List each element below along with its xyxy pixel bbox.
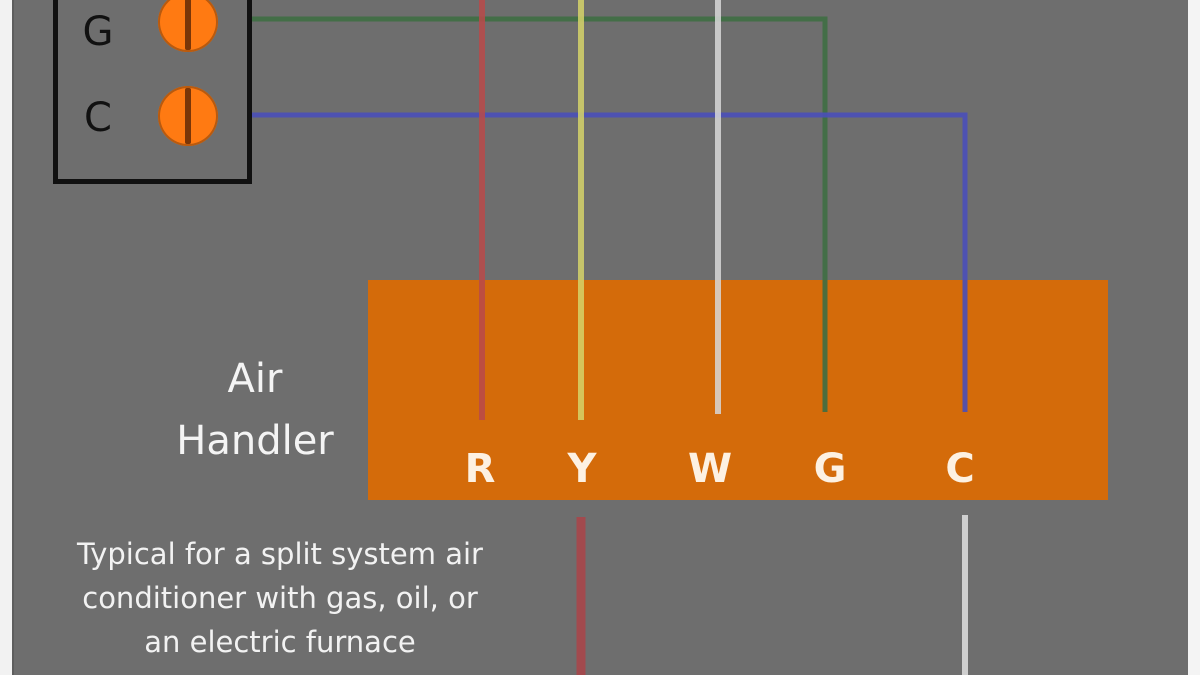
- caption-line3: an electric furnace: [144, 625, 416, 659]
- thermostat-terminal-label-c: C: [84, 95, 112, 141]
- air-handler-title: Air Handler: [150, 348, 360, 472]
- air-handler-terminal-r: R: [464, 446, 496, 492]
- air-handler-title-line2: Handler: [176, 418, 334, 464]
- air-handler-title-line1: Air: [227, 356, 283, 402]
- diagram-caption: Typical for a split system air condition…: [20, 532, 540, 664]
- air-handler-terminal-y: Y: [567, 446, 597, 492]
- air-handler-terminal-c: C: [945, 446, 975, 492]
- air-handler-box: [368, 280, 1108, 500]
- wire-green: [252, 16, 828, 412]
- air-handler-terminal-w: W: [687, 446, 733, 492]
- thermostat-terminal-label-g: G: [82, 9, 114, 55]
- wire-blue: [252, 112, 968, 412]
- caption-line2: conditioner with gas, oil, or: [82, 581, 478, 615]
- screw-terminal-g-icon: [158, 0, 218, 52]
- caption-line1: Typical for a split system air: [77, 537, 483, 571]
- screw-terminal-c-icon: [158, 86, 218, 146]
- thermostat-terminal-box: [53, 0, 252, 184]
- right-margin: [1188, 0, 1200, 675]
- air-handler-terminal-g: G: [813, 446, 847, 492]
